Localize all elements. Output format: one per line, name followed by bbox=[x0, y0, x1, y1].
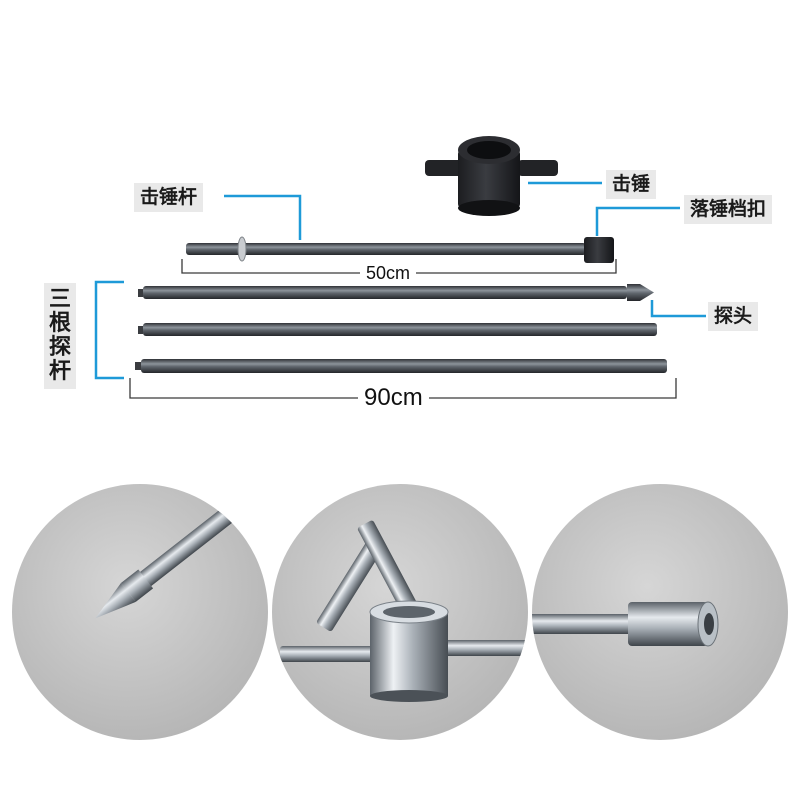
drop-stop-callout bbox=[595, 206, 680, 236]
three-rods-bracket bbox=[94, 280, 124, 380]
three-rods-label: 三根探杆 bbox=[44, 283, 76, 389]
detail-probe-tip bbox=[12, 484, 268, 740]
hammer-image bbox=[425, 136, 558, 216]
probe-rod-3 bbox=[135, 359, 667, 373]
probe-rod-1 bbox=[138, 284, 654, 301]
probe-head-label: 探头 bbox=[708, 302, 759, 331]
probe-rod-2 bbox=[138, 323, 657, 336]
dim-90cm-label: 90cm bbox=[358, 386, 429, 410]
hammer-rod-image bbox=[186, 236, 614, 263]
drop-stop-label: 落锤档扣 bbox=[684, 195, 773, 224]
callout-lines bbox=[94, 181, 706, 380]
detail-threaded-end bbox=[532, 484, 788, 740]
hammer-rod-callout bbox=[224, 194, 302, 240]
detail-hammer bbox=[272, 484, 528, 740]
hammer-label: 击锤 bbox=[606, 170, 657, 199]
hammer-rod-label: 击锤杆 bbox=[134, 183, 204, 212]
dim-50cm-label: 50cm bbox=[360, 264, 417, 282]
probe-head-callout bbox=[650, 300, 706, 318]
